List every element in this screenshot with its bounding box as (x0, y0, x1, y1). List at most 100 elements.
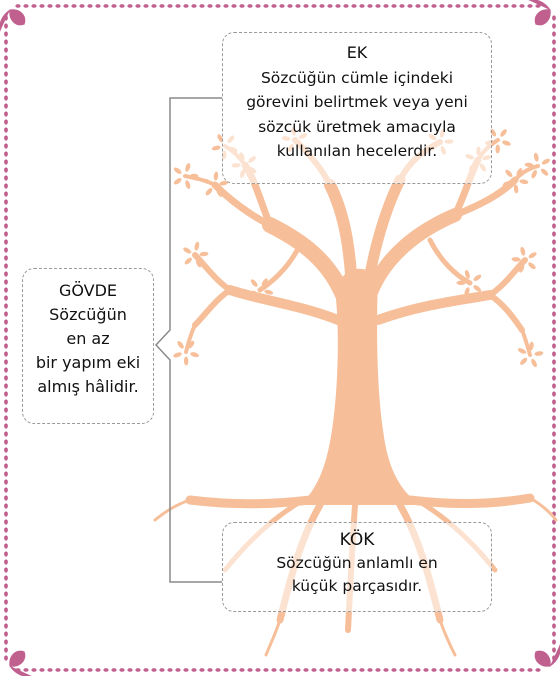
frame-bead (4, 631, 8, 637)
frame-bead (4, 359, 8, 365)
frame-bead (4, 271, 8, 277)
frame-bead (223, 668, 229, 672)
kok-line-1: Sözcüğün anlamlı en (276, 554, 438, 572)
frame-bead (87, 4, 93, 8)
frame-bead (552, 527, 556, 533)
leaf (531, 358, 537, 368)
frame-bead (519, 668, 525, 672)
frame-bead (255, 4, 261, 8)
frame-bead (87, 668, 93, 672)
leaf (183, 356, 189, 366)
frame-bead (4, 95, 8, 101)
frame-bead (199, 668, 205, 672)
frame-bead (4, 71, 8, 77)
frame-bead (4, 87, 8, 93)
frame-bead (519, 4, 525, 8)
leaf (185, 180, 191, 189)
frame-bead (351, 4, 357, 8)
connector-bracket (154, 97, 222, 583)
frame-bead (4, 471, 8, 477)
frame-bead (552, 375, 556, 381)
frame-bead (552, 535, 556, 541)
frame-bead (255, 668, 261, 672)
leaf (188, 340, 195, 349)
frame-bead (4, 575, 8, 581)
frame-bead (552, 639, 556, 645)
leaf (194, 241, 200, 251)
frame-bead (552, 119, 556, 125)
frame-bead (151, 4, 157, 8)
frame-bead (343, 4, 349, 8)
frame-bead (552, 111, 556, 117)
govde-line-1: Sözcüğün (49, 305, 127, 324)
frame-bead (552, 183, 556, 189)
frame-bead (552, 631, 556, 637)
frame-bead (552, 151, 556, 157)
frame-bead (215, 4, 221, 8)
ek-line-4: kullanılan hecelerdir. (276, 142, 438, 160)
frame-bead (4, 543, 8, 549)
frame-bead (552, 495, 556, 501)
frame-bead (151, 668, 157, 672)
frame-bead (335, 668, 341, 672)
frame-bead (23, 4, 29, 8)
frame-bead (552, 263, 556, 269)
kok-line-2: küçük parçasıdır. (291, 577, 423, 595)
frame-bead (191, 668, 197, 672)
leaf (534, 351, 544, 356)
frame-bead (79, 668, 85, 672)
leaf (173, 178, 182, 185)
frame-bead (415, 4, 421, 8)
leaf (502, 140, 511, 146)
frame-bead (4, 431, 8, 437)
frame-bead (4, 335, 8, 341)
leaf (190, 352, 199, 358)
leaf (264, 289, 274, 295)
frame-bead (4, 559, 8, 565)
frame-bead (552, 239, 556, 245)
frame-bead (4, 287, 8, 293)
frame-bead (71, 4, 77, 8)
frame-bead (415, 668, 421, 672)
frame-bead (47, 668, 53, 672)
frame-bead (552, 23, 556, 29)
frame-bead (359, 4, 365, 8)
frame-bead (552, 423, 556, 429)
frame-bead (207, 668, 213, 672)
leaf (520, 357, 528, 365)
frame-bead (552, 623, 556, 629)
frame-bead (4, 223, 8, 229)
leaf (516, 168, 523, 177)
leaf (511, 257, 521, 262)
frame-bead (527, 668, 533, 672)
frame-bead (4, 375, 8, 381)
frame-bead (552, 335, 556, 341)
govde-line-4: almış hâlidir. (37, 377, 139, 396)
frame-bead (4, 519, 8, 525)
frame-bead (552, 647, 556, 653)
frame-bead (552, 551, 556, 557)
frame-bead (4, 351, 8, 357)
frame-bead (4, 319, 8, 325)
frame-bead (4, 135, 8, 141)
frame-bead (4, 591, 8, 597)
frame-bead (4, 151, 8, 157)
frame-bead (399, 668, 405, 672)
frame-bead (407, 668, 413, 672)
frame-bead (343, 668, 349, 672)
frame-bead (231, 4, 237, 8)
frame-bead (552, 63, 556, 69)
frame-bead (4, 31, 8, 37)
frame-bead (552, 143, 556, 149)
frame-bead (175, 4, 181, 8)
govde-box: GÖVDE Sözcüğün en az bir yapım eki almış… (22, 268, 154, 424)
frame-bead (4, 119, 8, 125)
frame-bead (239, 668, 245, 672)
frame-bead (4, 303, 8, 309)
frame-bead (4, 503, 8, 509)
frame-bead (552, 311, 556, 317)
frame-bead (4, 247, 8, 253)
frame-bead (47, 4, 53, 8)
frame-bead (399, 4, 405, 8)
frame-bead (4, 415, 8, 421)
